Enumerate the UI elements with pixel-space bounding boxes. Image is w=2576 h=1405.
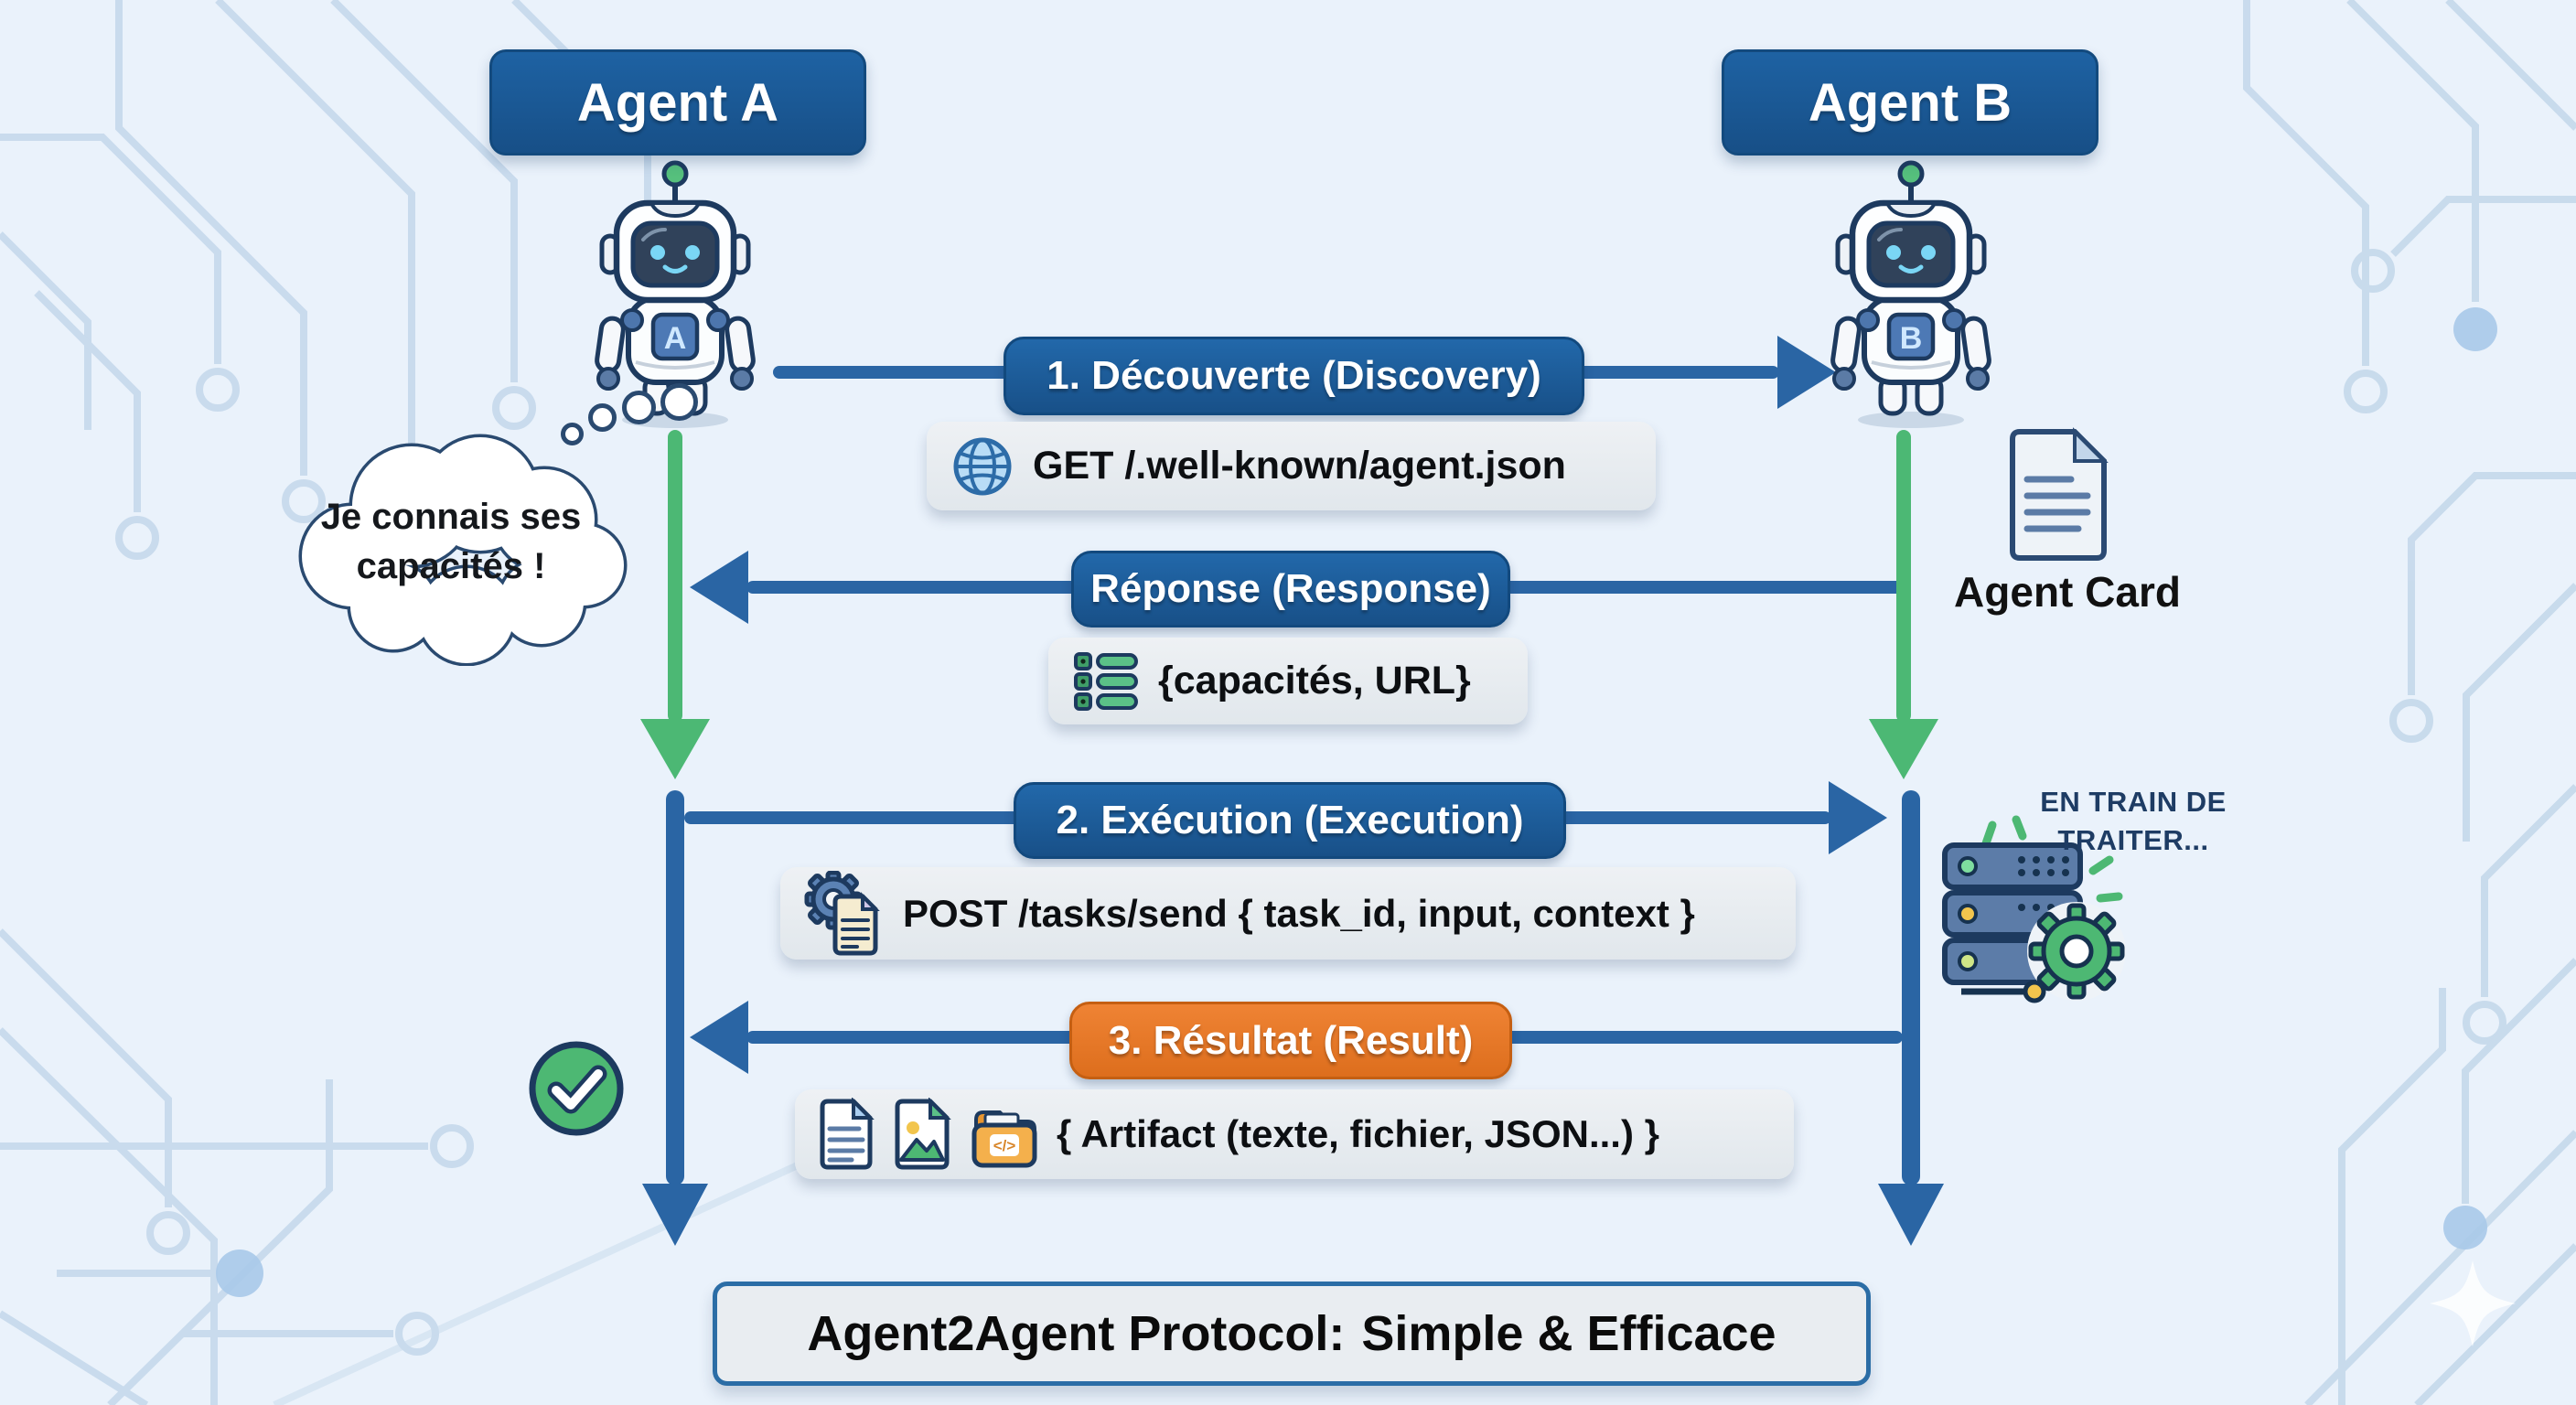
- processing-line-2: TRAITER...: [2057, 823, 2209, 856]
- thought-trail-bubble: [561, 423, 584, 445]
- response-arrowhead-icon: [690, 551, 748, 624]
- success-check-icon: [529, 1041, 624, 1136]
- code-folder-icon: </>: [971, 1110, 1037, 1168]
- circuit-pattern-right: [2243, 0, 2576, 1405]
- agent-b-header: Agent B: [1722, 49, 2098, 156]
- document-icon: [820, 1098, 875, 1170]
- result-payload: </> { Artifact (texte, fichier, JSON...)…: [795, 1089, 1794, 1179]
- checklist-icon: [1074, 651, 1138, 711]
- agent-a-header: Agent A: [489, 49, 866, 156]
- gear-document-icon: [804, 870, 880, 955]
- result-arrowhead-icon: [690, 1001, 748, 1074]
- gear-icon: [2028, 903, 2125, 1000]
- agent-a-lifeline-green: [668, 430, 682, 723]
- thought-line-1: Je connais ses: [320, 497, 582, 537]
- discovery-payload-text: GET /.well-known/agent.json: [1033, 444, 1566, 488]
- agent-b-lifeline-green: [1896, 430, 1911, 723]
- thought-trail-bubble: [660, 383, 698, 421]
- agent-b-lifeline-blue: [1902, 790, 1920, 1185]
- discovery-step-text: 1. Découverte (Discovery): [1046, 353, 1541, 398]
- robot-b-chest-letter: B: [1900, 321, 1923, 356]
- globe-icon: [953, 437, 1012, 495]
- agent-b-green-arrowhead-icon: [1869, 719, 1938, 779]
- execution-step-text: 2. Exécution (Execution): [1056, 798, 1524, 842]
- response-payload-text: {capacités, URL}: [1158, 659, 1471, 702]
- svg-text:</>: </>: [993, 1137, 1016, 1154]
- footer-banner: Agent2Agent Protocol: Simple & Efficace: [713, 1282, 1871, 1386]
- circuit-pattern-left: [0, 0, 955, 1405]
- agent-a-title: Agent A: [576, 72, 779, 133]
- robot-a-chest-letter: A: [664, 321, 687, 356]
- agent-b-title: Agent B: [1808, 72, 2012, 133]
- response-step-label: Réponse (Response): [1071, 551, 1510, 627]
- thought-trail-bubble: [588, 403, 617, 432]
- result-payload-text: { Artifact (texte, fichier, JSON...) }: [1057, 1112, 1659, 1155]
- processing-status: EN TRAIN DE TRAITER...: [2014, 783, 2252, 860]
- thought-line-2: capacités !: [356, 546, 546, 586]
- image-icon: [895, 1098, 951, 1170]
- result-step-label: 3. Résultat (Result): [1069, 1002, 1512, 1079]
- thought-bubble-text: Je connais ses capacités !: [291, 492, 611, 591]
- processing-line-1: EN TRAIN DE: [2040, 786, 2227, 818]
- execution-step-label: 2. Exécution (Execution): [1014, 782, 1566, 859]
- agent-b-blue-arrowhead-icon: [1878, 1184, 1944, 1246]
- response-payload: {capacités, URL}: [1048, 638, 1528, 724]
- execution-arrowhead-icon: [1829, 781, 1887, 854]
- discovery-payload: GET /.well-known/agent.json: [927, 422, 1656, 510]
- sparkle-decor: [2430, 1260, 2516, 1346]
- footer-title: Agent2Agent Protocol:: [807, 1306, 1346, 1361]
- response-step-text: Réponse (Response): [1090, 566, 1491, 611]
- agent-a-blue-arrowhead-icon: [642, 1184, 708, 1246]
- agent-card-icon: [2010, 427, 2109, 561]
- robot-b-icon: B: [1830, 160, 1991, 428]
- thought-trail-bubble: [622, 391, 656, 424]
- agent-a-lifeline-blue: [666, 790, 684, 1185]
- footer-subtitle: Simple & Efficace: [1361, 1306, 1776, 1361]
- discovery-arrowhead-icon: [1777, 336, 1836, 409]
- execution-payload: POST /tasks/send { task_id, input, conte…: [780, 867, 1796, 960]
- server-icon: [1942, 815, 2126, 1003]
- agent-card-label: Agent Card: [1954, 568, 2181, 616]
- execution-payload-text: POST /tasks/send { task_id, input, conte…: [903, 891, 1695, 935]
- agent-a-green-arrowhead-icon: [640, 719, 710, 779]
- result-step-text: 3. Résultat (Result): [1108, 1017, 1474, 1063]
- discovery-step-label: 1. Découverte (Discovery): [1004, 337, 1584, 415]
